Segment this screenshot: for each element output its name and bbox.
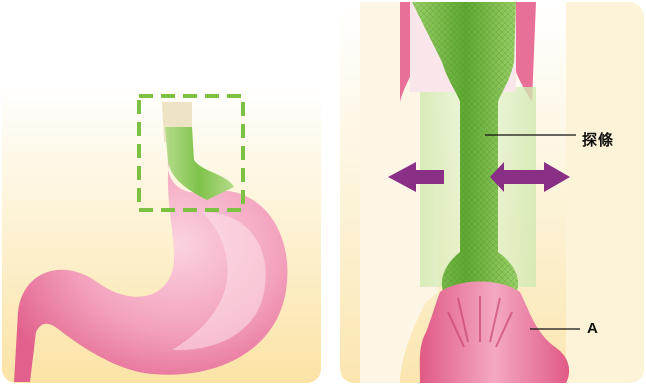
probe-label: 探條 <box>582 129 614 150</box>
stomach-overview-panel <box>2 82 321 383</box>
arrow-left-icon <box>388 162 444 192</box>
a-label: A <box>587 320 599 337</box>
stomach-illustration <box>2 82 321 383</box>
